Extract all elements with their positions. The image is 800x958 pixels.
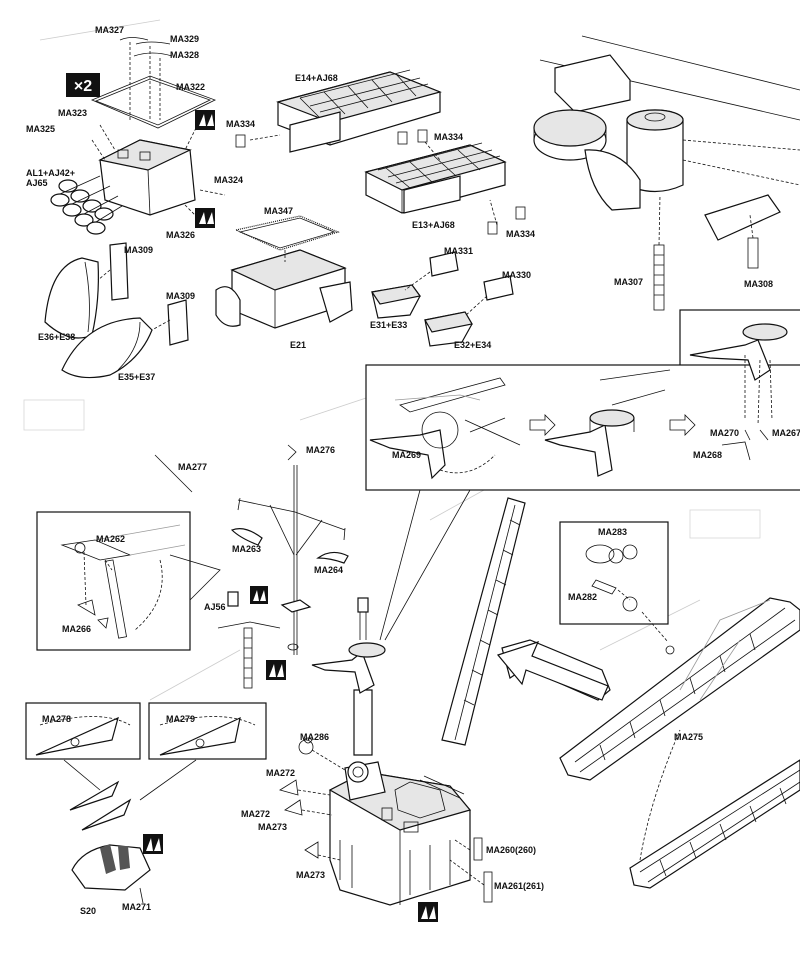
label-ma282: MA282 bbox=[568, 592, 597, 602]
small-boxes bbox=[370, 251, 514, 347]
label-ma273a: MA273 bbox=[258, 822, 287, 832]
label-ma331: MA331 bbox=[444, 246, 473, 256]
detail-box-ma262 bbox=[36, 511, 191, 651]
detail-box-ma279 bbox=[148, 702, 267, 760]
pompom-assembly bbox=[50, 37, 226, 235]
lattice-frame-ma275 bbox=[559, 597, 800, 889]
shield-parts bbox=[44, 242, 189, 379]
label-ma327: MA327 bbox=[95, 25, 124, 35]
label-e21: E21 bbox=[290, 340, 306, 350]
detail-box-ma283 bbox=[559, 521, 669, 625]
label-e14: E14+AJ68 bbox=[295, 73, 338, 83]
label-ma309b: MA309 bbox=[166, 291, 195, 301]
label-e36: E36+E38 bbox=[38, 332, 75, 342]
label-ma334b: MA334 bbox=[434, 132, 463, 142]
shield-plates bbox=[35, 716, 256, 904]
direction-arrow-icon bbox=[496, 641, 609, 701]
label-ma324: MA324 bbox=[214, 175, 243, 185]
multiplier-badge: ×2 bbox=[66, 73, 100, 97]
crows-nest-steps bbox=[369, 323, 788, 480]
label-ma264: MA264 bbox=[314, 565, 343, 575]
label-e13: E13+AJ68 bbox=[412, 220, 455, 230]
director-base-e21 bbox=[215, 215, 353, 329]
label-ma334a: MA334 bbox=[226, 119, 255, 129]
label-ma270: MA270 bbox=[710, 428, 739, 438]
label-ma330: MA330 bbox=[502, 270, 531, 280]
label-ma309a: MA309 bbox=[124, 245, 153, 255]
label-ma329: MA329 bbox=[170, 34, 199, 44]
platform-ma262 bbox=[60, 524, 186, 639]
label-ma307: MA307 bbox=[614, 277, 643, 287]
label-ma308: MA308 bbox=[744, 279, 773, 289]
label-ma269: MA269 bbox=[392, 450, 421, 460]
label-ma261: MA261(261) bbox=[494, 881, 544, 891]
label-ma283: MA283 bbox=[598, 527, 627, 537]
label-ma322: MA322 bbox=[176, 82, 205, 92]
label-ma278: MA278 bbox=[42, 714, 71, 724]
part-ma308 bbox=[747, 237, 759, 269]
etch-badge-icon bbox=[250, 586, 268, 604]
label-ma266: MA266 bbox=[62, 624, 91, 634]
detail-box-ma278 bbox=[25, 702, 141, 760]
part-ma334-c bbox=[487, 221, 498, 235]
label-ma268: MA268 bbox=[693, 450, 722, 460]
platform-e13 bbox=[364, 142, 507, 214]
part-ma322 bbox=[90, 75, 217, 129]
label-e32: E32+E34 bbox=[454, 340, 491, 350]
label-ma267: MA267 bbox=[772, 428, 800, 438]
part-ma327 bbox=[119, 37, 149, 41]
part-ma329 bbox=[135, 41, 171, 45]
label-ma272a: MA272 bbox=[266, 768, 295, 778]
mast-assembly bbox=[154, 444, 349, 689]
pulley-parts bbox=[585, 544, 675, 655]
label-ma263: MA263 bbox=[232, 544, 261, 554]
label-aj56: AJ56 bbox=[204, 602, 226, 612]
label-ma347: MA347 bbox=[264, 206, 293, 216]
part-ma328 bbox=[133, 52, 173, 57]
label-ma272b: MA272 bbox=[241, 809, 270, 819]
label-ma273b: MA273 bbox=[296, 870, 325, 880]
label-ma262: MA262 bbox=[96, 534, 125, 544]
label-ma286: MA286 bbox=[300, 732, 329, 742]
label-e31: E31+E33 bbox=[370, 320, 407, 330]
label-al1: AL1+AJ42+ bbox=[26, 168, 75, 178]
label-ma276: MA276 bbox=[306, 445, 335, 455]
label-ma260: MA260(260) bbox=[486, 845, 536, 855]
label-e35: E35+E37 bbox=[118, 372, 155, 382]
part-ma334-b bbox=[417, 129, 428, 143]
label-ma325: MA325 bbox=[26, 124, 55, 134]
deck-view bbox=[533, 35, 800, 311]
multiplier-text: ×2 bbox=[74, 78, 92, 95]
label-ma277: MA277 bbox=[178, 462, 207, 472]
bridge-superstructure bbox=[279, 597, 493, 922]
part-ma334-a bbox=[235, 134, 246, 148]
callout-pointer bbox=[169, 554, 221, 601]
label-ma323: MA323 bbox=[58, 108, 87, 118]
background-print-through bbox=[23, 19, 761, 701]
label-ma279: MA279 bbox=[166, 714, 195, 724]
label-ma326: MA326 bbox=[166, 230, 195, 240]
label-ma271: MA271 bbox=[122, 902, 151, 912]
label-ma275: MA275 bbox=[674, 732, 703, 742]
label-ma328: MA328 bbox=[170, 50, 199, 60]
turret-barrels bbox=[50, 175, 123, 235]
platform-e14 bbox=[276, 69, 442, 153]
label-ma334c: MA334 bbox=[506, 229, 535, 239]
label-s20: S20 bbox=[80, 906, 96, 916]
callout-lines bbox=[379, 489, 471, 641]
label-aj65: AJ65 bbox=[26, 178, 48, 188]
